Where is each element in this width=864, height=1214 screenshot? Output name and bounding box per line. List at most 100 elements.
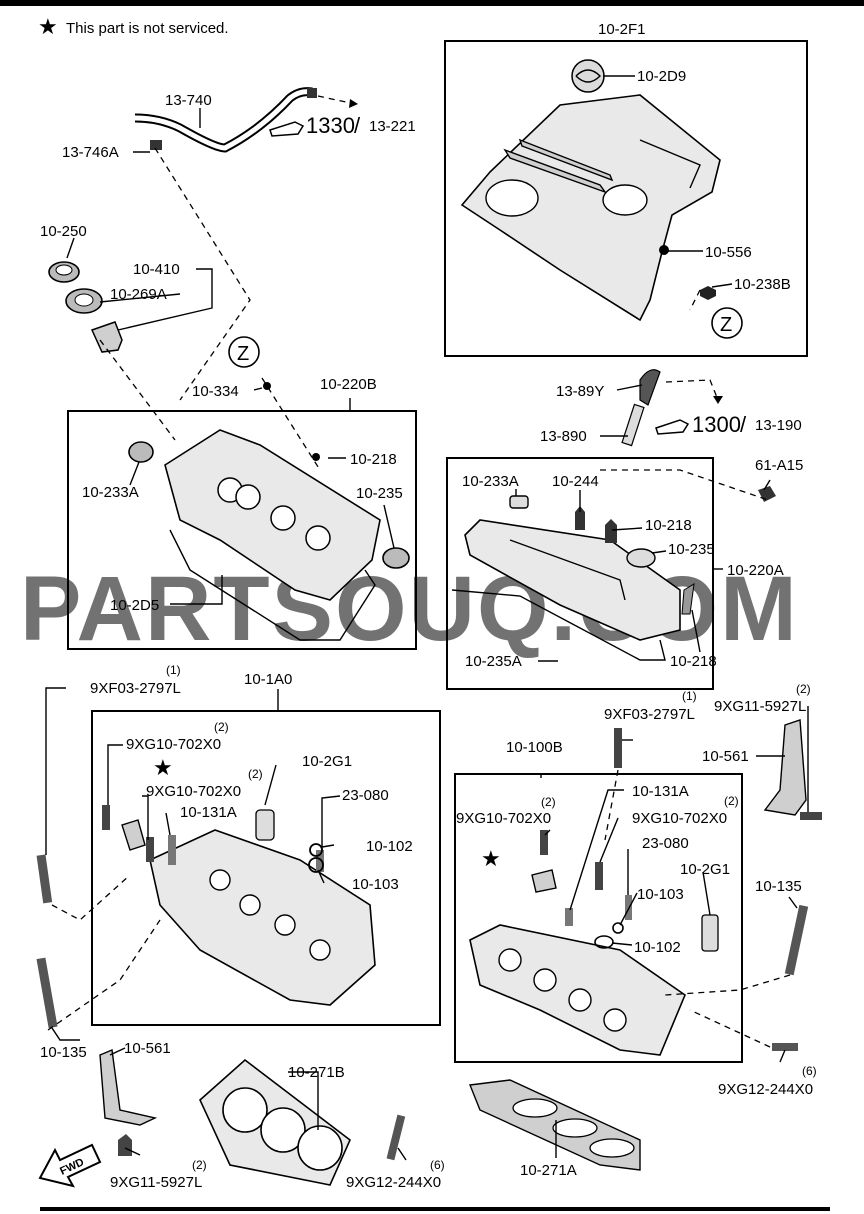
label-10-235-a: 10-235: [356, 485, 403, 502]
label-1300: 1300: [692, 412, 741, 437]
label-z-top: Z: [720, 314, 732, 336]
rear-head-bolt-9XG10-a: [102, 805, 110, 830]
rear-cylinder-head-cover-box: [67, 410, 417, 650]
rear-cover-bolt-10-334: [263, 382, 271, 390]
leader-lines: [45, 40, 809, 1161]
label-9XG12-right-qty: (6): [802, 1064, 817, 1078]
label-10-238B: 10-238B: [734, 276, 791, 293]
oil-filler-neck-10-410: [90, 321, 123, 353]
front-head-bolt-9XG10-d: [595, 862, 603, 890]
hand-pointer-icon-1300: [655, 419, 690, 435]
front-cylinder-head-cover-box: [446, 457, 714, 690]
bottom-border-bar: [40, 1207, 830, 1211]
rear-cover-pcv-valve-10-218: [312, 453, 320, 461]
star-icon: ★: [38, 14, 58, 39]
label-9XF03-left: 9XF03-2797L: [90, 680, 181, 697]
engine-cover: [460, 94, 721, 322]
label-13-190: 13-190: [755, 417, 802, 434]
label-10-556: 10-556: [705, 244, 752, 261]
oil-filler-gasket-10-269A: [65, 288, 103, 314]
rear-cylinder-head-box: [91, 710, 441, 1026]
rear-head-star-icon: ★: [153, 755, 173, 780]
bolt-9XG11-right: [800, 812, 822, 820]
legend-note: ★ This part is not serviced.: [38, 14, 229, 39]
label-10-334: 10-334: [192, 383, 239, 400]
front-cover-part-10-244: [575, 506, 585, 530]
label-9XG11-bot-qty: (2): [192, 1158, 207, 1172]
label-10-271B: 10-271B: [288, 1064, 345, 1081]
head-bolt-10-135-left: [36, 957, 58, 1029]
front-cover-bolt-61-A15: [758, 486, 776, 502]
label-slash-1330: /: [354, 113, 361, 138]
label-1330: 1330: [306, 113, 355, 138]
stud-9XG12-left: [386, 1114, 406, 1161]
engine-cover-box: [444, 40, 808, 357]
label-13-221: 13-221: [369, 118, 416, 135]
head-bolt-10-135-right: [784, 904, 809, 976]
label-10-103-a: 10-103: [352, 876, 399, 893]
label-10-269A: 10-269A: [110, 286, 167, 303]
bolt-9XF03-right: [614, 728, 622, 768]
z-marker-mid: [228, 336, 260, 368]
label-10-100B: 10-100B: [506, 739, 563, 756]
label-9XG10-c: 9XG10-702X0: [456, 810, 551, 827]
front-cover-seal-10-233A: [509, 495, 529, 509]
front-head-star-icon: ★: [481, 846, 501, 871]
label-10-244: 10-244: [552, 473, 599, 490]
label-13-89Y: 13-89Y: [556, 383, 604, 400]
front-cover-oil-separator-10-218: [681, 583, 695, 615]
label-9XG10-a-qty: (2): [214, 720, 229, 734]
label-10-250: 10-250: [40, 223, 87, 240]
front-cover-gasket-10-235A: [451, 589, 666, 661]
label-13-890: 13-890: [540, 428, 587, 445]
label-61-A15: 61-A15: [755, 457, 803, 474]
front-cylinder-head-cover: [464, 519, 681, 641]
label-23-080-b: 23-080: [642, 835, 689, 852]
label-23-080-a: 23-080: [342, 787, 389, 804]
pcv-hose-connector: [150, 140, 162, 150]
label-10-131A-a: 10-131A: [180, 804, 237, 821]
spark-plug-13-890: [621, 403, 645, 447]
label-10-220B: 10-220B: [320, 376, 377, 393]
label-z-mid: Z: [237, 343, 249, 365]
bolt-9XG11-left: [118, 1134, 132, 1156]
label-10-2D5: 10-2D5: [110, 597, 159, 614]
label-10-235-b: 10-235: [668, 541, 715, 558]
label-9XF03-right: 9XF03-2797L: [604, 706, 695, 723]
head-gasket-10-271A: [469, 1079, 641, 1171]
label-10-233A-a: 10-233A: [82, 484, 139, 501]
label-10-102-b: 10-102: [634, 939, 681, 956]
label-10-135-left: 10-135: [40, 1044, 87, 1061]
label-10-218-c: 10-218: [670, 653, 717, 670]
front-head-oring-10-102: [594, 935, 614, 949]
label-9XG11-top: 9XG11-5927L: [714, 698, 806, 715]
label-10-2D9: 10-2D9: [637, 68, 686, 85]
label-10-2F1: 10-2F1: [598, 21, 646, 38]
rear-cover-seal-10-235: [382, 547, 410, 569]
front-head-bracket: [531, 869, 557, 893]
rear-cover-seal-10-233A: [128, 441, 154, 463]
cover-grommet-10-238B: [700, 286, 716, 300]
label-9XG12-right: 9XG12-244X0: [718, 1081, 813, 1098]
front-head-bolt-9XG10-c: [540, 830, 548, 855]
bracket-10-561-left: [99, 1049, 158, 1126]
front-head-oring-10-103: [612, 922, 624, 934]
label-9XG10-b-qty: (2): [248, 767, 263, 781]
z-marker-top: [711, 307, 743, 339]
rear-cylinder-head-cover: [164, 429, 381, 601]
label-9XG10-b: 9XG10-702X0: [146, 783, 241, 800]
label-13-740: 13-740: [165, 92, 212, 109]
rear-cylinder-head: [149, 829, 376, 1006]
label-9XG10-a: 9XG10-702X0: [126, 736, 221, 753]
cover-opening-left: [485, 179, 539, 217]
label-10-220A: 10-220A: [727, 562, 784, 579]
label-9XG10-c-qty: (2): [541, 795, 556, 809]
head-gasket-10-271B: [199, 1058, 351, 1186]
front-head-guide-10-2G1: [701, 914, 719, 952]
cover-nut-10-556: [659, 245, 669, 255]
rear-head-oring-10-103: [308, 857, 324, 873]
label-10-218-b: 10-218: [645, 517, 692, 534]
label-10-103-b: 10-103: [637, 886, 684, 903]
top-border-bar: [0, 0, 864, 6]
